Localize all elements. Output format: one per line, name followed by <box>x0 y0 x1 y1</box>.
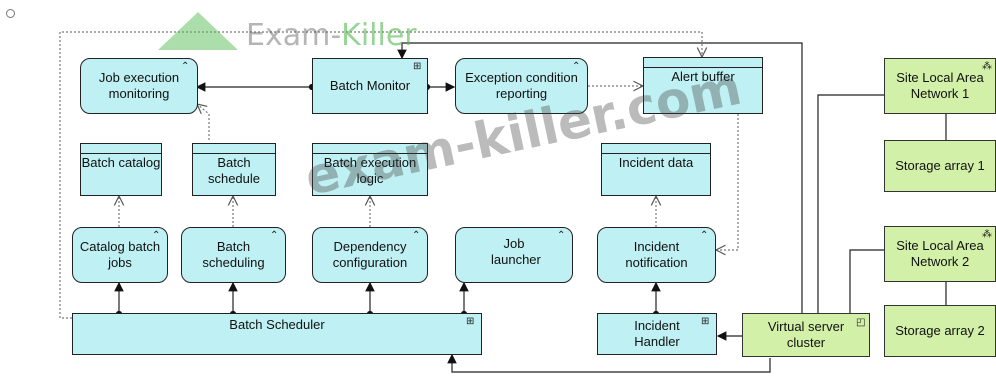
job-launcher-label: Job launcher <box>491 236 541 268</box>
network-icon: ⁂ <box>982 61 992 72</box>
data-object-header <box>644 58 762 68</box>
batch-monitor-component[interactable]: Batch Monitor <box>312 58 428 114</box>
site-lan-1-network[interactable]: Site Local Area Network 1 <box>884 58 996 114</box>
job-launcher-service[interactable]: Job launcher <box>455 227 573 283</box>
component-icon: ⊞ <box>413 61 422 72</box>
batch-scheduler-component[interactable]: Batch Scheduler <box>72 313 482 355</box>
batch-execution-logic-label: Batch execution logic <box>323 155 417 187</box>
batch-schedule-label: Batch schedule <box>207 155 261 187</box>
node-icon: ◰ <box>856 317 866 328</box>
storage-array-2-device[interactable]: Storage array 2 <box>884 305 996 357</box>
incident-handler-label: Incident Handler <box>634 317 680 349</box>
site-lan-1-label: Site Local Area Network 1 <box>896 69 984 101</box>
radio-button[interactable] <box>6 9 15 18</box>
watermark-top-prefix: Exam- <box>246 18 342 53</box>
service-icon: ⌃ <box>557 230 566 241</box>
exception-condition-reporting-service[interactable]: Exception condition reporting <box>455 58 588 114</box>
component-icon: ⊞ <box>701 316 710 327</box>
data-object-header <box>81 144 161 154</box>
storage-array-1-label: Storage array 1 <box>895 157 985 173</box>
job-execution-monitoring-service[interactable]: Job execution monitoring <box>80 58 198 114</box>
alert-buffer-data-object[interactable]: Alert buffer <box>643 57 763 114</box>
exception-condition-reporting-label: Exception condition reporting <box>465 69 578 101</box>
storage-array-2-label: Storage array 2 <box>895 322 985 338</box>
edge-cluster-scheduler <box>447 353 771 373</box>
batch-schedule-data-object[interactable]: Batch schedule <box>192 143 276 196</box>
network-icon: ⁂ <box>982 229 992 240</box>
incident-notification-label: Incident notification <box>625 238 688 270</box>
service-icon: ⌃ <box>572 61 581 72</box>
watermark-top-suffix: Killer <box>341 18 417 53</box>
incident-handler-component[interactable]: Incident Handler <box>597 313 717 355</box>
batch-monitor-label: Batch Monitor <box>329 77 411 93</box>
job-execution-monitoring-label: Job execution monitoring <box>98 69 180 101</box>
edge-cluster-monitor <box>397 42 803 313</box>
batch-catalog-label: Batch catalog <box>81 155 161 170</box>
batch-execution-logic-data-object[interactable]: Batch execution logic <box>312 143 428 196</box>
incident-data-label: Incident data <box>618 155 694 170</box>
incident-data-object[interactable]: Incident data <box>601 143 711 196</box>
incident-notification-service[interactable]: Incident notification <box>597 227 716 283</box>
service-icon: ⌃ <box>181 61 190 72</box>
batch-scheduling-service[interactable]: Batch scheduling <box>181 227 286 283</box>
site-lan-2-network[interactable]: Site Local Area Network 2 <box>884 226 996 282</box>
edge-cluster-lan2 <box>849 249 884 313</box>
catalog-batch-jobs-service[interactable]: Catalog batch jobs <box>72 227 168 283</box>
component-icon: ⊞ <box>466 316 475 327</box>
service-icon: ⌃ <box>412 230 421 241</box>
virtual-server-cluster-node[interactable]: Virtual server cluster <box>742 313 870 357</box>
dependency-configuration-label: Dependency configuration <box>332 238 408 270</box>
site-lan-2-label: Site Local Area Network 2 <box>896 237 984 269</box>
watermark-logo-triangle <box>158 12 238 50</box>
catalog-batch-jobs-label: Catalog batch jobs <box>79 238 161 270</box>
service-icon: ⌃ <box>270 230 279 241</box>
data-object-header <box>313 144 427 154</box>
batch-scheduler-label: Batch Scheduler <box>229 317 325 332</box>
virtual-server-cluster-label: Virtual server cluster <box>767 318 845 350</box>
service-icon: ⌃ <box>152 230 161 241</box>
edge-schedule-jobexec <box>197 104 210 140</box>
alert-buffer-label: Alert buffer <box>671 69 735 84</box>
watermark-top-text: Exam-Killer <box>246 18 417 53</box>
data-object-header <box>193 144 275 154</box>
edge-cluster-lan1 <box>817 94 884 313</box>
batch-scheduling-label: Batch scheduling <box>202 238 265 270</box>
data-object-header <box>602 144 710 154</box>
edge-alert-incident <box>716 114 739 250</box>
service-icon: ⌃ <box>700 230 709 241</box>
storage-array-1-device[interactable]: Storage array 1 <box>884 140 996 192</box>
batch-catalog-data-object[interactable]: Batch catalog <box>80 143 162 196</box>
edge-scheduler-alert-dotted <box>59 31 702 319</box>
dependency-configuration-service[interactable]: Dependency configuration <box>312 227 428 283</box>
